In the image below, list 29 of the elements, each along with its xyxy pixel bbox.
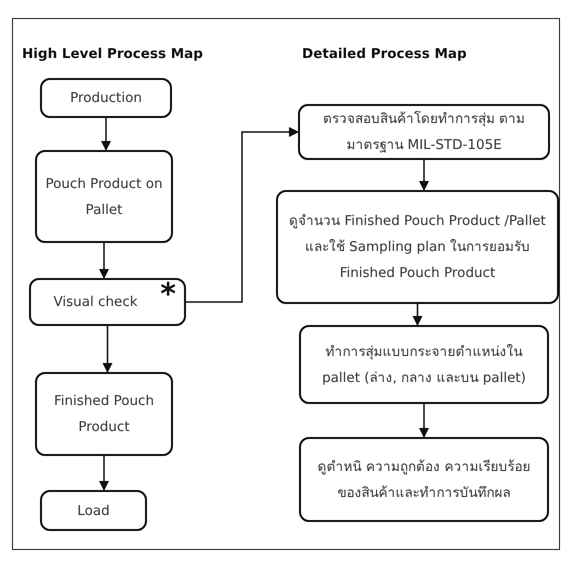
arrow [102, 326, 112, 373]
step-text: Load [77, 502, 110, 520]
asterisk-mark: * [160, 280, 176, 310]
process-box [35, 150, 173, 243]
step-text: Production [70, 89, 142, 108]
column-heading: Detailed Process Map [302, 46, 467, 62]
step-text: ดูตำหนิ ความถูกต้อง ความเรียบร้อย ของสินค้าและทำการบันทึกผล [316, 458, 532, 502]
process-box [298, 104, 550, 160]
step-text: Pouch Product on Pallet [44, 174, 164, 220]
arrow [412, 304, 422, 326]
arrow [101, 118, 111, 151]
process-box [299, 325, 549, 404]
process-box [40, 78, 172, 118]
step-text: ตรวจสอบสินค้าโดยทำการสุ่ม ตามมาตรฐาน MIL-STD-105E [322, 110, 526, 155]
step-text: ทำการสุ่มแบบกระจายตำแหน่งใน pallet (ล่าง, กลาง และบน pallet) [321, 342, 527, 388]
arrow [99, 243, 109, 279]
arrow [419, 160, 429, 191]
process-box [276, 190, 559, 304]
arrow [99, 456, 109, 491]
step-text: ดูจำนวน Finished Pouch Product /Pallet และใช้ Sampling plan ในการยอมรับ Finished Pouch Product [288, 212, 547, 283]
arrow [186, 127, 299, 303]
process-box [29, 278, 186, 326]
process-box [40, 490, 147, 531]
step-text: Visual check [53, 293, 138, 312]
process-box [299, 437, 549, 522]
process-box [35, 372, 173, 456]
arrow [419, 404, 429, 438]
step-text: Finished Pouch Product [52, 392, 156, 437]
column-heading: High Level Process Map [22, 46, 203, 62]
